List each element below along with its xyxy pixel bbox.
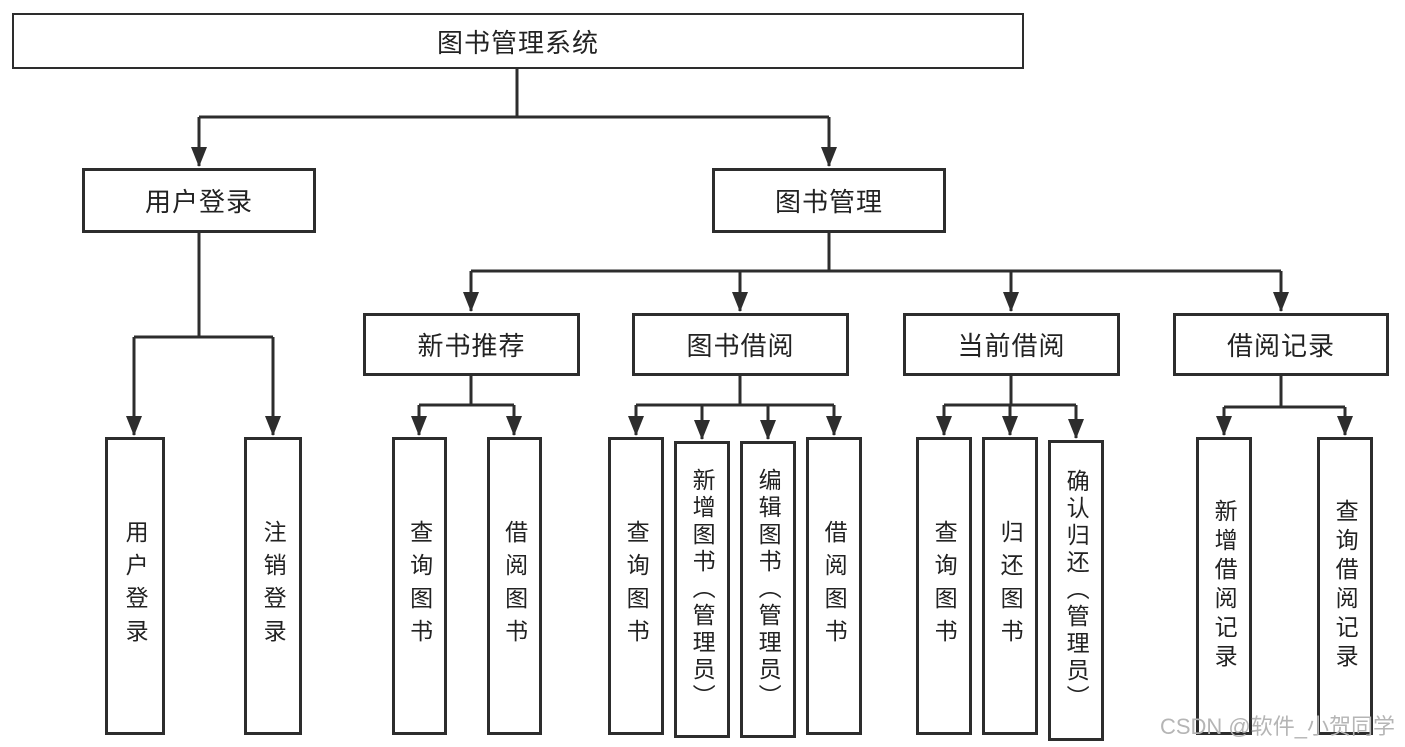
leaf-add-borrow-record: 新增借阅记录 <box>1196 437 1252 735</box>
leaf-query-books-1-label: 查询图书 <box>406 520 433 652</box>
node-root: 图书管理系统 <box>12 13 1024 69</box>
leaf-query-books-2-label: 查询图书 <box>623 520 650 652</box>
leaf-edit-book-admin: 编辑图书（管理员） <box>740 441 796 738</box>
watermark: CSDN @软件_小贺同学 <box>1159 714 1395 739</box>
leaf-return-books-label: 归还图书 <box>997 520 1024 652</box>
leaf-query-books-1: 查询图书 <box>392 437 447 735</box>
node-borrow-records: 借阅记录 <box>1173 313 1389 376</box>
node-book-management-label: 图书管理 <box>774 187 883 217</box>
leaf-query-books-3: 查询图书 <box>916 437 972 735</box>
leaf-confirm-return-admin-label: 确认归还（管理员） <box>1063 469 1090 712</box>
node-current-borrow-label: 当前借阅 <box>957 331 1066 361</box>
leaf-add-book-admin-label: 新增图书（管理员） <box>689 468 716 711</box>
node-book-borrow: 图书借阅 <box>632 313 849 376</box>
node-user-login-label: 用户登录 <box>144 187 253 217</box>
leaf-query-books-2: 查询图书 <box>608 437 664 735</box>
leaf-add-borrow-record-label: 新增借阅记录 <box>1211 499 1238 673</box>
node-book-management: 图书管理 <box>712 168 946 233</box>
node-user-login: 用户登录 <box>82 168 316 233</box>
node-current-borrow: 当前借阅 <box>903 313 1120 376</box>
leaf-logout-label: 注销登录 <box>260 520 287 652</box>
leaf-logout: 注销登录 <box>244 437 302 735</box>
node-book-borrow-label: 图书借阅 <box>686 331 795 361</box>
leaf-return-books: 归还图书 <box>982 437 1038 735</box>
node-new-book-recommend-label: 新书推荐 <box>417 331 526 361</box>
leaf-query-books-3-label: 查询图书 <box>931 520 958 652</box>
leaf-borrow-books-2: 借阅图书 <box>806 437 862 735</box>
leaf-query-borrow-record-label: 查询借阅记录 <box>1332 499 1359 673</box>
node-root-label: 图书管理系统 <box>436 27 599 58</box>
node-new-book-recommend: 新书推荐 <box>363 313 580 376</box>
leaf-user-login-label: 用户登录 <box>122 520 149 652</box>
leaf-query-borrow-record: 查询借阅记录 <box>1317 437 1373 735</box>
leaf-add-book-admin: 新增图书（管理员） <box>674 441 730 738</box>
leaf-borrow-books-2-label: 借阅图书 <box>821 520 848 652</box>
leaf-edit-book-admin-label: 编辑图书（管理员） <box>755 468 782 711</box>
leaf-confirm-return-admin: 确认归还（管理员） <box>1048 440 1104 741</box>
node-borrow-records-label: 借阅记录 <box>1226 331 1335 361</box>
leaf-borrow-books-1: 借阅图书 <box>487 437 542 735</box>
leaf-user-login: 用户登录 <box>105 437 165 735</box>
leaf-borrow-books-1-label: 借阅图书 <box>501 520 528 652</box>
